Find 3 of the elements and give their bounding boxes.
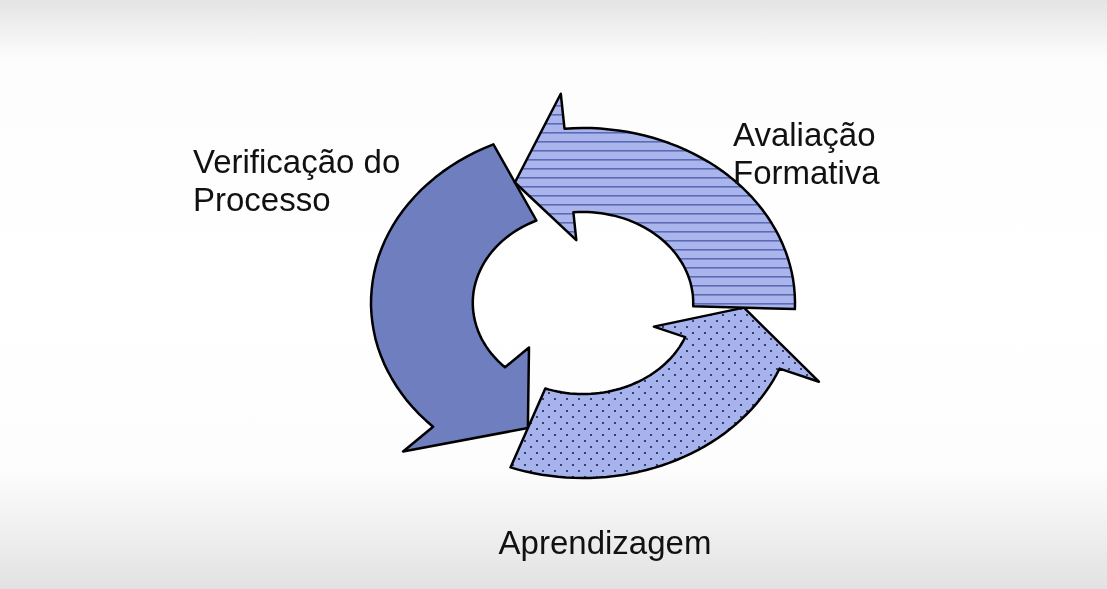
cycle-stage-label: Verificação do Processo	[193, 143, 402, 219]
cycle-stage-label: Aprendizagem	[497, 524, 713, 562]
cycle-stage-label: Avaliação Formativa	[733, 116, 881, 192]
